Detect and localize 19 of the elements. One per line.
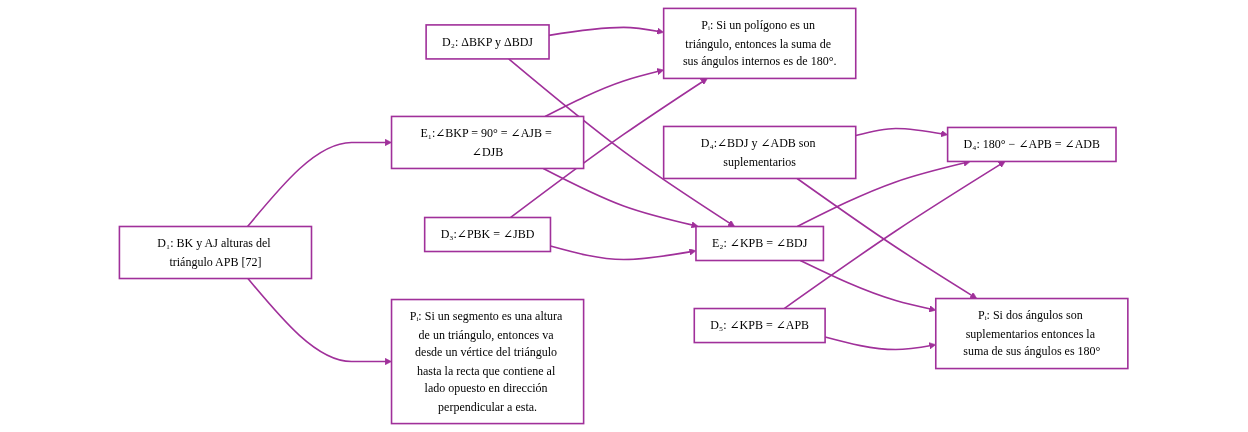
arrow xyxy=(544,68,665,118)
node-box: Pᵢ: Si un polígono es un triángulo, entonces la suma de sus ángulos internos es de 180°. xyxy=(663,7,857,80)
node-box: D₂: ΔBKP y ΔBDJ xyxy=(425,24,551,60)
node-box: D₃:∠PBK = ∠JBD xyxy=(424,216,552,253)
arrow xyxy=(799,259,937,313)
node-box: E₂: ∠KPB = ∠BDJ xyxy=(695,225,825,262)
node-box: Pᵢ: Si un segmento es una altura de un triángulo, entonces va desde un vértice del triángulo hasta la recta que contiene al lado opuesto en dirección perpendicular a esta. xyxy=(391,298,585,425)
node-box: E₁:∠BKP = 90° = ∠AJB = ∠DJB xyxy=(391,115,585,170)
node-box: D₁: BK y AJ alturas del triángulo APB [72] xyxy=(118,225,313,280)
node-box: D₄: 180° − ∠APB = ∠ADB xyxy=(947,126,1118,163)
node-box: D₄:∠BDJ y ∠ADB son suplementarios xyxy=(663,125,857,180)
arrow xyxy=(508,58,736,227)
arrow xyxy=(783,161,1006,310)
arrow xyxy=(796,177,978,299)
node-box: Pᵢ: Si dos ángulos son suplementarios entonces la suma de sus ángulos es 180° xyxy=(935,297,1129,370)
arrow xyxy=(510,78,709,219)
node-box: D₅: ∠KPB = ∠APB xyxy=(693,307,827,344)
arrow xyxy=(550,245,697,261)
arrow xyxy=(542,167,699,229)
